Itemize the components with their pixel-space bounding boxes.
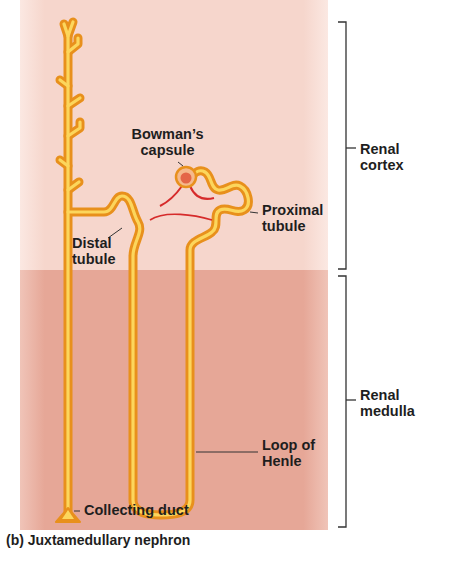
part-label: Distal tubule [72, 236, 124, 268]
tubules [56, 22, 248, 522]
part-label: Renal medulla [360, 388, 440, 420]
leader-lines [74, 162, 258, 511]
region-brackets [338, 22, 356, 527]
part-label: Bowman’s capsule [120, 127, 215, 159]
figure-caption: (b) Juxtamedullary nephron [6, 532, 190, 548]
bowmans-capsule [150, 167, 214, 220]
part-label: Collecting duct [84, 503, 234, 519]
part-label: Proximal tubule [262, 203, 337, 235]
part-label: Renal cortex [360, 142, 430, 174]
part-label: Loop of Henle [262, 438, 324, 470]
